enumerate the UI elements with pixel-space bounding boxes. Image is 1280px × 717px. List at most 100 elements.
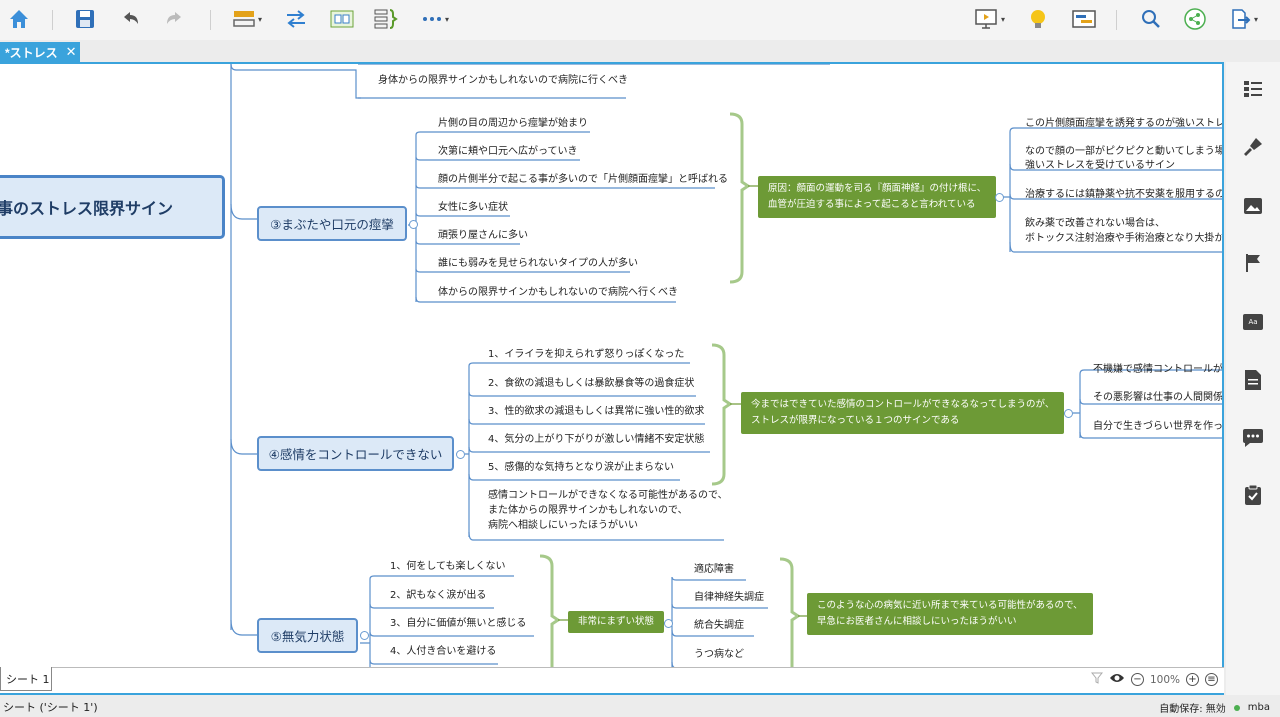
collapse-toggle[interactable]	[1064, 409, 1073, 418]
dropdown-caret-icon: ▾	[1001, 14, 1006, 24]
leaf-topic[interactable]: 自分で生きづらい世界を作って	[1093, 421, 1224, 432]
leaf-topic[interactable]: この片側顔面痙攣を誘発するのが強いストレス	[1025, 118, 1224, 129]
filter-icon[interactable]	[1090, 672, 1104, 687]
zoom-out-icon[interactable]: −	[1130, 673, 1144, 686]
leaf-topic[interactable]: 頑張り屋さんに多い	[438, 230, 528, 241]
leaf-topic[interactable]: 飲み薬で改善されない場合は、	[1025, 218, 1165, 229]
sheet-tab-label: シート 1	[6, 672, 50, 686]
summary-line: 早急にお医者さんに相談しにいったほうがいい	[817, 616, 1017, 627]
marker-flag-icon[interactable]	[1242, 252, 1264, 274]
central-topic-label: 仕事のストレス限界サイン	[0, 199, 174, 218]
leaf-topic[interactable]: 顔の片側半分で起こる事が多いので「片側顔面痙攣」と呼ばれる	[438, 174, 728, 185]
sheet-tab[interactable]: シート 1	[0, 667, 52, 691]
leaf-topic[interactable]: 4、気分の上がり下がりが激しい情緒不安定状態	[488, 434, 705, 445]
summary-line: 原因：顔面の運動を司る『顔面神経』の付け根に、	[768, 183, 987, 194]
menu-icon[interactable]: ≡	[1205, 673, 1218, 686]
relationship-icon[interactable]	[284, 6, 308, 32]
leaf-topic[interactable]: また体からの限界サインかもしれないので、	[488, 505, 688, 516]
branch-topic-5-label: ⑤無気力状態	[270, 629, 345, 644]
leaf-topic[interactable]: 強いストレスを受けているサイン	[1025, 160, 1175, 171]
format-brush-icon[interactable]	[1242, 136, 1264, 158]
leaf-topic[interactable]: うつ病など	[694, 649, 744, 660]
leaf-topic[interactable]: 女性に多い症状	[438, 202, 508, 213]
leaf-topic[interactable]: ボトックス注射治療や手術治療となり大掛かり	[1025, 233, 1224, 244]
leaf-topic[interactable]: 2、食欲の減退もしくは暴飲暴食等の過食症状	[488, 378, 695, 389]
mindmap-canvas[interactable]: 仕事のストレス限界サイン 身体からの限界サインかもしれないので病院に行くべき ③…	[0, 62, 1224, 695]
notes-icon[interactable]	[1242, 369, 1264, 391]
right-panel: Aa	[1226, 62, 1280, 695]
share-icon[interactable]	[1184, 6, 1206, 32]
leaf-topic[interactable]: 3、性的欲求の減退もしくは異常に強い性的欲求	[488, 406, 705, 417]
dropdown-caret-icon: ▾	[445, 14, 450, 24]
summary-topic[interactable]: このような心の病気に近い所まで来ている可能性があるので、 早急にお医者さんに相談…	[807, 593, 1093, 635]
home-icon[interactable]	[7, 6, 31, 32]
leaf-topic[interactable]: 統合失調症	[694, 620, 744, 631]
presentation-icon[interactable]: ▾	[974, 6, 1005, 32]
toolbar: ▾ ▾ ▾ ▾	[0, 0, 1280, 40]
redo-icon[interactable]	[164, 6, 184, 32]
document-tab[interactable]: *ストレス ✕	[0, 42, 80, 62]
eye-icon[interactable]	[1109, 672, 1125, 687]
save-icon[interactable]	[74, 6, 96, 32]
sticker-icon[interactable]: Aa	[1242, 311, 1264, 333]
collapse-toggle[interactable]	[456, 450, 465, 459]
outline-icon[interactable]	[1242, 78, 1264, 100]
branch-topic-3-label: ③まぶたや口元の痙攣	[270, 217, 394, 232]
export-icon[interactable]: ▾	[1229, 6, 1258, 32]
leaf-topic[interactable]: 片側の目の周辺から痙攣が始まり	[438, 118, 588, 129]
summary-icon[interactable]	[374, 6, 398, 32]
summary-line: 非常にまずい状態	[578, 616, 655, 627]
collapse-toggle[interactable]	[995, 193, 1004, 202]
gantt-icon[interactable]	[1072, 6, 1096, 32]
leaf-topic[interactable]: 2、訳もなく涙が出る	[390, 590, 487, 601]
summary-topic[interactable]: 非常にまずい状態	[568, 611, 665, 633]
status-bar: シート ('シート 1') 自動保存: 無効 mba	[0, 695, 1280, 717]
leaf-topic[interactable]: 治療するには鎮静薬や抗不安薬を服用するのが	[1025, 189, 1224, 200]
leaf-topic[interactable]: 誰にも弱みを見せられないタイプの人が多い	[438, 258, 638, 269]
leaf-topic[interactable]: 1、イライラを抑えられず怒りっぽくなった	[488, 349, 685, 360]
collapse-toggle[interactable]	[409, 220, 418, 229]
leaf-topic[interactable]: 次第に頬や口元へ広がっていき	[438, 146, 578, 157]
leaf-topic[interactable]: 体からの限界サインかもしれないので病院へ行くべき	[438, 287, 678, 298]
autosave-status[interactable]: 自動保存: 無効	[1159, 704, 1226, 715]
undo-icon[interactable]	[121, 6, 141, 32]
task-icon[interactable]	[1242, 484, 1264, 506]
central-topic[interactable]: 仕事のストレス限界サイン	[0, 175, 225, 239]
leaf-topic[interactable]: 3、自分に価値が無いと感じる	[390, 618, 527, 629]
branch-topic-5[interactable]: ⑤無気力状態	[257, 618, 358, 653]
summary-line: このような心の病気に近い所まで来ている可能性があるので、	[817, 600, 1083, 611]
user-name[interactable]: mba	[1247, 702, 1270, 713]
leaf-topic[interactable]: 身体からの限界サインかもしれないので病院に行くべき	[378, 75, 628, 86]
leaf-topic[interactable]: その悪影響は仕事の人間関係、	[1093, 392, 1224, 403]
summary-topic[interactable]: 今まではできていた感情のコントロールができなるなってしまうのが、 ストレスが限界…	[741, 392, 1065, 434]
leaf-topic[interactable]: 適応障害	[694, 564, 734, 575]
brainstorm-icon[interactable]	[1028, 6, 1048, 32]
summary-topic[interactable]: 原因：顔面の運動を司る『顔面神経』の付け根に、 血管が圧迫する事によって起こると…	[758, 176, 997, 218]
document-tab-title: *ストレス	[5, 45, 58, 60]
leaf-topic[interactable]: 1、何をしても楽しくない	[390, 561, 506, 572]
leaf-topic[interactable]: 不機嫌で感情コントロールがで	[1093, 364, 1224, 375]
leaf-topic[interactable]: 感情コントロールができなくなる可能性があるので、	[488, 490, 728, 501]
leaf-topic[interactable]: 自律神経失調症	[694, 592, 764, 603]
status-sheet: シート ('シート 1')	[3, 701, 98, 714]
dropdown-caret-icon: ▾	[1254, 14, 1259, 24]
collapse-toggle[interactable]	[360, 631, 369, 640]
image-icon[interactable]	[1242, 195, 1264, 217]
leaf-topic[interactable]: 5、感傷的な気持ちとなり涙が止まらない	[488, 462, 675, 473]
search-icon[interactable]	[1140, 6, 1162, 32]
close-icon[interactable]: ✕	[65, 44, 77, 59]
leaf-topic[interactable]: 病院へ相談しにいったほうがいい	[488, 520, 638, 531]
more-icon[interactable]: ▾	[422, 6, 449, 32]
sheet-bar: シート 1 − 100% + ≡	[0, 667, 1224, 693]
leaf-topic[interactable]: 4、人付き合いを避ける	[390, 646, 497, 657]
collapse-toggle[interactable]	[664, 619, 673, 628]
comment-icon[interactable]	[1242, 427, 1264, 449]
summary-line: ストレスが限界になっている１つのサインである	[751, 415, 960, 426]
leaf-topic[interactable]: なので顔の一部がピクピクと動いてしまう場合	[1025, 146, 1224, 157]
zoom-controls: − 100% + ≡	[1090, 672, 1218, 687]
zoom-in-icon[interactable]: +	[1186, 673, 1199, 686]
branch-topic-3[interactable]: ③まぶたや口元の痙攣	[257, 206, 407, 241]
boundary-icon[interactable]	[330, 6, 354, 32]
structure-icon[interactable]: ▾	[233, 6, 262, 32]
branch-topic-4[interactable]: ④感情をコントロールできない	[257, 436, 454, 471]
